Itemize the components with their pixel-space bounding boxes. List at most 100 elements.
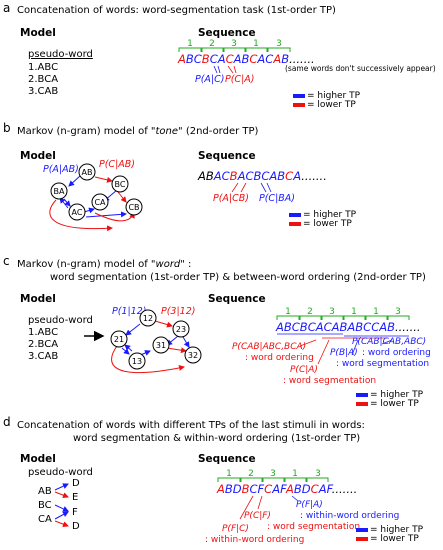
panel-c-ann-order-blue-text: : word ordering (362, 348, 431, 358)
sequence-letter: D (233, 482, 242, 496)
panel-d-legend-blue-swatch (356, 528, 368, 532)
sequence-letter: C (371, 320, 379, 334)
sequence-letter: A (197, 169, 206, 183)
sequence-letter: C (245, 169, 253, 183)
panel-c-tp-blue: P(1|12) (112, 306, 146, 317)
panel-a-title: Concatenation of words: word-segmentatio… (17, 5, 336, 16)
panel-c-tp-red: P(3|12) (161, 306, 195, 317)
sequence-letter: A (213, 169, 222, 183)
panel-b-node: AC (72, 208, 83, 217)
panel-a-bracket-number: 1 (187, 39, 193, 49)
panel-c-sequence: ABCBCACABABCCAB....... (275, 320, 421, 334)
panel-a-bracket-number: 3 (276, 39, 282, 49)
sequence-letter: A (315, 320, 324, 334)
sequence-letter: B (284, 320, 292, 334)
panel-c-ann-order-blue-tp: P(CAB|CAB,ABC) (352, 337, 426, 347)
panel-d-sequence: ABDBCFCAFABDCAF....... (216, 482, 357, 496)
sequence-letter: B (300, 320, 308, 334)
sequence-letter: C (250, 482, 258, 496)
panel-c-legend-blue-swatch (356, 393, 368, 397)
panel-a-legend-red-swatch (293, 103, 305, 107)
panel-d-bracket-number: 3 (315, 469, 321, 479)
sequence-letter: F (280, 482, 287, 496)
sequence-letter: B (277, 169, 285, 183)
sequence-letter: A (256, 52, 265, 66)
panel-d-subtitle: word segmentation & within-word ordering… (73, 433, 360, 444)
panel-d-pair: CA (38, 514, 52, 525)
panel-d-title: Concatenation of words with different TP… (17, 420, 365, 431)
panel-a-word-3: 3.CAB (28, 86, 58, 97)
sequence-letter: C (311, 482, 319, 496)
panel-a-model-label: Model (20, 27, 56, 39)
sequence-ellipsis: ....... (332, 482, 358, 496)
panel-d-legend-red-swatch (356, 537, 368, 541)
panel-a-sequence-label: Sequence (198, 27, 256, 39)
sequence-letter: B (242, 52, 250, 66)
panel-c-ann-seg-red-tp: P(C|A) (290, 365, 318, 375)
panel-c-node: 21 (114, 335, 124, 344)
sequence-letter: A (217, 52, 226, 66)
panel-b-edges (49, 175, 135, 232)
panel-c-ann-seg-blue-tp: P(B|A) (330, 348, 358, 358)
panel-c-subtitle: word segmentation (1st-order TP) & betwe… (50, 272, 426, 283)
panel-c-node: 12 (143, 314, 153, 323)
panel-a-word-1: 1.ABC (28, 62, 58, 73)
sequence-letter: F (327, 482, 334, 496)
panel-a-legend-lower: = lower TP (307, 100, 356, 110)
sequence-letter: B (340, 320, 348, 334)
panel-c-bracket-number: 1 (285, 307, 291, 317)
panel-b: b Markov (n-gram) model of "tone" (2nd-o… (3, 121, 357, 232)
panel-b-node: BC (115, 180, 126, 189)
panel-c-ann-seg-blue-text: : word segmentation (336, 359, 429, 369)
panel-c-bracket-number: 1 (351, 307, 357, 317)
panel-d-ann-fa-text: : within-word ordering (300, 511, 399, 521)
sequence-letter: C (265, 52, 273, 66)
panel-d-pseudo-word-label: pseudo-word (28, 467, 93, 478)
sequence-letter: A (346, 320, 355, 334)
sequence-letter: A (177, 52, 186, 66)
panel-a-legend-blue-swatch (293, 94, 305, 98)
panel-a-tp-blue: P(A|C) (195, 74, 224, 85)
panel-a: a Concatenation of words: word-segmentat… (3, 1, 436, 110)
panel-d-ann-fc-tp: P(F|C) (222, 524, 249, 534)
sequence-letter: A (275, 320, 284, 334)
panel-a-letter: a (3, 1, 10, 15)
sequence-letter: B (230, 169, 238, 183)
sequence-letter: B (202, 52, 210, 66)
sequence-letter: A (271, 482, 280, 496)
panel-b-nodes (50, 163, 143, 221)
sequence-letter: A (237, 169, 246, 183)
panel-c-pseudo-word-label: pseudo-word (28, 315, 93, 326)
panel-d-legend-higher: = higher TP (370, 525, 424, 535)
panel-a-note: (same words don't successively appear) (285, 64, 436, 73)
sequence-letter: B (186, 52, 194, 66)
panel-b-legend-higher: = higher TP (303, 210, 357, 220)
sequence-ellipsis: ....... (395, 320, 421, 334)
panel-d-letter: d (3, 415, 11, 429)
panel-a-legend-higher: = higher TP (307, 91, 361, 101)
panel-c-bracket-number: 1 (373, 307, 379, 317)
panel-d-ending: D (72, 478, 80, 489)
panel-c-legend-red-swatch (356, 402, 368, 406)
sequence-letter: D (302, 482, 311, 496)
panel-c: c Markov (n-gram) model of "word" : word… (3, 254, 431, 409)
sequence-letter: C (222, 169, 230, 183)
panel-b-legend-red-swatch (289, 222, 301, 226)
panel-b-legend-blue-swatch (289, 213, 301, 217)
sequence-letter: C (249, 52, 257, 66)
panel-c-nodes (110, 309, 202, 370)
sequence-letter: C (226, 52, 234, 66)
panel-c-brackets (276, 315, 410, 320)
panel-b-node: CB (128, 203, 139, 212)
panel-a-bracket-number: 2 (209, 39, 215, 49)
panel-d-ann-cf-tp: P(C|F) (244, 511, 271, 521)
panel-d-bracket-number: 1 (292, 469, 298, 479)
sequence-letter: A (272, 52, 281, 66)
panel-c-seq-underlines (277, 333, 409, 339)
panel-c-bracket-number: 3 (329, 307, 335, 317)
sequence-letter: C (285, 169, 293, 183)
panel-d-brackets (217, 477, 329, 482)
sequence-letter: C (292, 320, 300, 334)
sequence-letter: C (210, 52, 218, 66)
sequence-letter: A (378, 320, 387, 334)
